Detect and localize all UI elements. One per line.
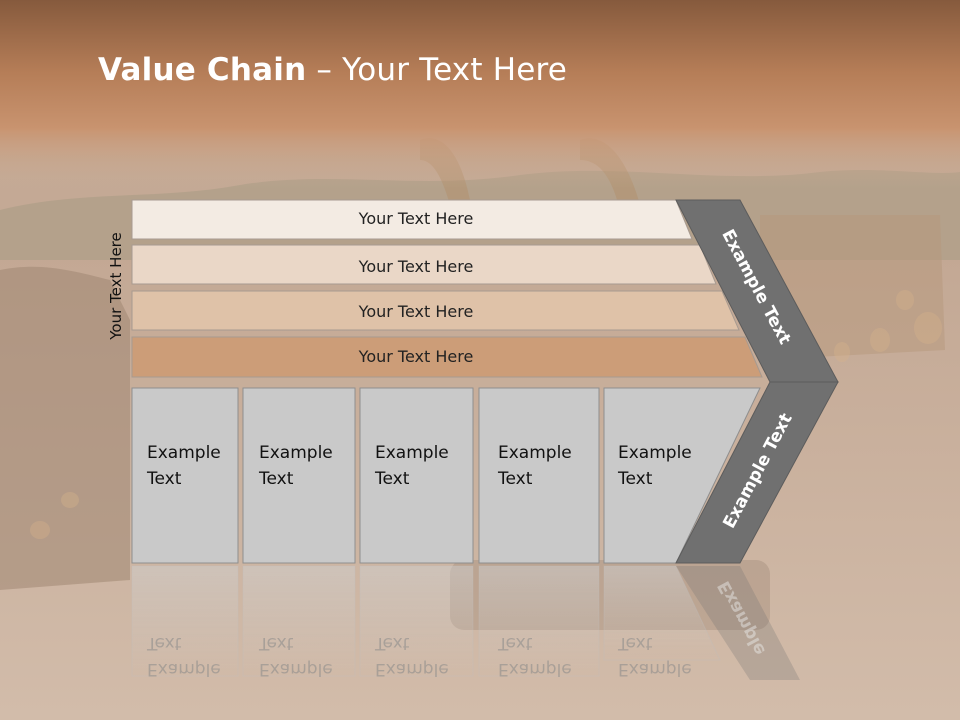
bar-4-shape[interactable] (131, 336, 763, 378)
bar-2-shape[interactable] (131, 244, 717, 285)
slide-title-bold: Value Chain (98, 52, 307, 88)
bar-1-shape[interactable] (131, 199, 693, 240)
box-5-label: Example Text (618, 443, 692, 489)
box-1-label: Example Text (147, 443, 221, 489)
box-2-reflection: Example Text (259, 633, 333, 679)
side-label: Your Text Here (107, 232, 125, 340)
box-3-label: Example Text (375, 443, 449, 489)
slide-title: Value Chain – Your Text Here (98, 52, 567, 88)
box-4-label: Example Text (498, 443, 572, 489)
bar-3-label: Your Text Here (358, 302, 474, 321)
bar-4-label: Your Text Here (358, 347, 474, 366)
chevron-lower-shape[interactable] (675, 381, 839, 564)
box-1-reflection: Example Text (147, 633, 221, 679)
bar-3-shape[interactable] (131, 290, 740, 331)
bar-2-label: Your Text Here (358, 257, 474, 276)
box-2-label: Example Text (259, 443, 333, 489)
box-4-shape[interactable] (478, 387, 600, 564)
box-2-shape[interactable] (242, 387, 356, 564)
box-1-shape[interactable] (131, 387, 239, 564)
box-3-reflection: Example Text (375, 633, 449, 679)
slide-title-rest: – Your Text Here (306, 52, 568, 88)
bar-1-label: Your Text Here (358, 209, 474, 228)
box-5-reflection: Example Text (618, 633, 692, 679)
reflection-group (131, 565, 800, 680)
box-3-shape[interactable] (359, 387, 474, 564)
box-4-reflection: Example Text (498, 633, 572, 679)
